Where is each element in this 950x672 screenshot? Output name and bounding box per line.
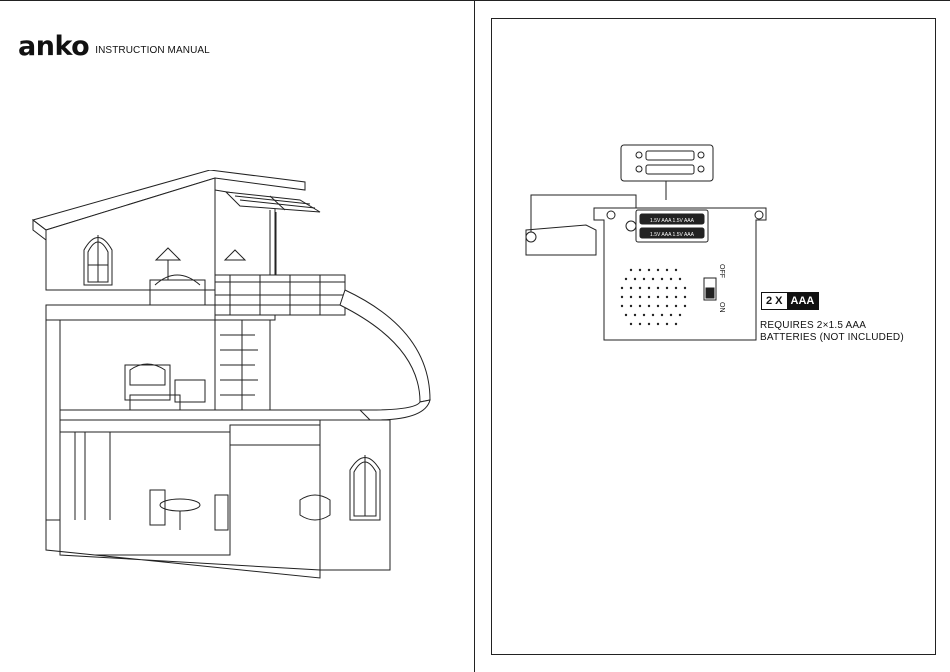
page-divider [474, 0, 475, 672]
left-page: anko INSTRUCTION MANUAL [0, 0, 474, 672]
manual-title: INSTRUCTION MANUAL [95, 45, 210, 56]
switch-off-label: OFF [718, 264, 725, 278]
battery-type: AAA [787, 293, 819, 309]
svg-text:1.5V AAA 1.5V AAA: 1.5V AAA 1.5V AAA [650, 232, 695, 238]
svg-text:1.5V AAA 1.5V AAA: 1.5V AAA 1.5V AAA [650, 218, 695, 224]
anko-logo: anko [18, 33, 89, 60]
battery-badge: 2 X AAA [761, 292, 819, 310]
switch-on-label: ON [718, 302, 725, 313]
battery-requirement-text: REQUIRES 2×1.5 AAA BATTERIES (NOT INCLUD… [760, 320, 904, 344]
brand-header: anko INSTRUCTION MANUAL [18, 33, 210, 60]
right-page: 1.5V AAA 1.5V AAA 1.5V AAA 1.5V AAA OFF … [476, 0, 950, 672]
requirement-line: REQUIRES 2×1.5 AAA [760, 320, 904, 332]
dollhouse-illustration [30, 170, 450, 580]
battery-quantity: 2 X [762, 293, 787, 309]
requirement-line: BATTERIES (NOT INCLUDED) [760, 332, 904, 344]
